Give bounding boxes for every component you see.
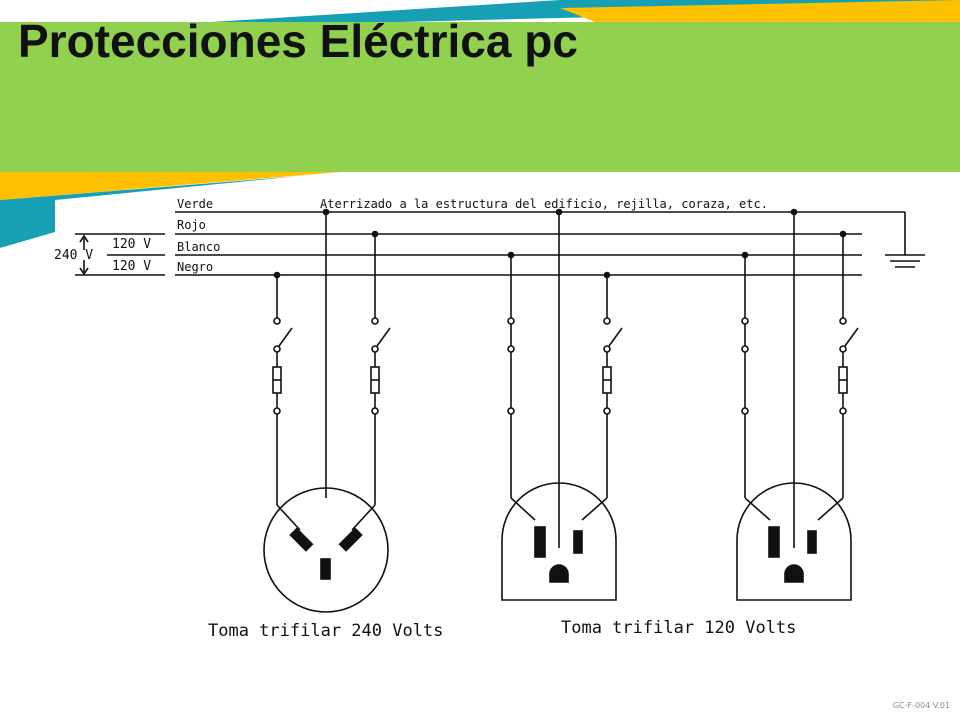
outlet-120-circuit-a [501, 208, 623, 601]
outlet-120-face-b [736, 482, 852, 601]
voltage-label-240: 240 V [54, 248, 93, 263]
voltage-bracket: 240 V 120 V 120 V [54, 233, 165, 276]
wire-label-verde: Verde [177, 197, 213, 211]
ground-note: Aterrizado a la estructura del edificio,… [320, 197, 768, 211]
outlet-240-face [263, 487, 389, 613]
outlet-120-caption: Toma trifilar 120 Volts [561, 618, 796, 638]
title-banner [0, 22, 960, 172]
outlet-120-face-a [501, 482, 617, 601]
wire-label-blanco: Blanco [177, 240, 220, 254]
page-title: Protecciones Eléctrica pc [18, 15, 578, 67]
voltage-label-120-lower: 120 V [112, 259, 151, 274]
wire-label-rojo: Rojo [177, 218, 206, 232]
voltage-label-120-upper: 120 V [112, 237, 151, 252]
outlet-120-circuit-b [736, 208, 859, 601]
bottom-accent-teal [0, 172, 340, 248]
outlet-240-circuit: Toma trifilar 240 Volts [208, 208, 443, 641]
top-accent-yellow [560, 0, 960, 24]
footer-code: GC-F-004 V.01 [892, 701, 950, 710]
ground-symbol [885, 212, 925, 268]
bus-wires: Verde Rojo Blanco Negro Aterrizado a la … [175, 197, 905, 276]
bottom-accent-yellow [0, 172, 340, 200]
wire-label-negro: Negro [177, 260, 213, 274]
outlet-240-caption: Toma trifilar 240 Volts [208, 621, 443, 641]
